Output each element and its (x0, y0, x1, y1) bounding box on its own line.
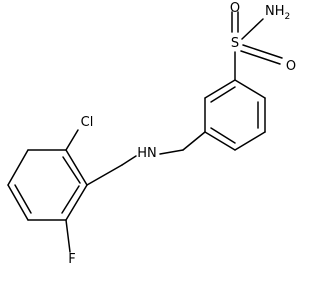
ring-inner-double-bond (62, 156, 81, 184)
carbon-fluorine-bond (65, 219, 71, 253)
nh2-main: NH (265, 4, 285, 19)
oxygen-upper-label: O (230, 1, 240, 16)
chlorofluorophenyl-ring (7, 149, 88, 221)
linker-chain (86, 131, 206, 186)
carbon-chlorine-bond (65, 129, 79, 151)
ring-inner-double-bond (210, 127, 236, 144)
ring-bond (7, 184, 29, 221)
ch2-to-nh-bond (159, 149, 184, 155)
ring-to-ch2-bond (182, 131, 206, 151)
ring-bond (7, 149, 29, 186)
atom-labels: NH2 S O O HN Cl F (68, 1, 296, 267)
ring-inner-double-bond (61, 185, 80, 214)
ring-bond (204, 79, 236, 99)
sulfur-oxygen-double-bond (240, 50, 281, 65)
nh-to-ch2-bond (121, 155, 137, 166)
ring-inner-double-bond (14, 184, 32, 214)
ring-bond (234, 131, 266, 151)
oxygen-lower-label: O (286, 59, 296, 74)
sulfur-nitrogen-bond (241, 18, 264, 40)
nh2-subscript: 2 (285, 12, 291, 22)
chlorine-label: Cl (81, 115, 94, 130)
chemical-structure-diagram: NH2 S O O HN Cl F (7, 1, 296, 267)
ring-bond (234, 79, 266, 99)
nh2-label: NH2 (265, 4, 290, 22)
amine-nh-label: HN (137, 146, 157, 161)
ch2-to-ring-bond (86, 164, 123, 186)
ring-bond (204, 131, 236, 151)
ring-bond (65, 149, 88, 186)
halogen-bonds (65, 129, 79, 253)
fluorine-label: F (68, 252, 75, 267)
sulfonamide-group (231, 11, 283, 81)
sulfur-label: S (231, 36, 239, 51)
ring-inner-double-bond (210, 86, 236, 103)
benzenesulfonamide-ring (204, 79, 266, 151)
ring-bond (65, 184, 88, 221)
sulfur-oxygen-double-bond (242, 44, 283, 59)
